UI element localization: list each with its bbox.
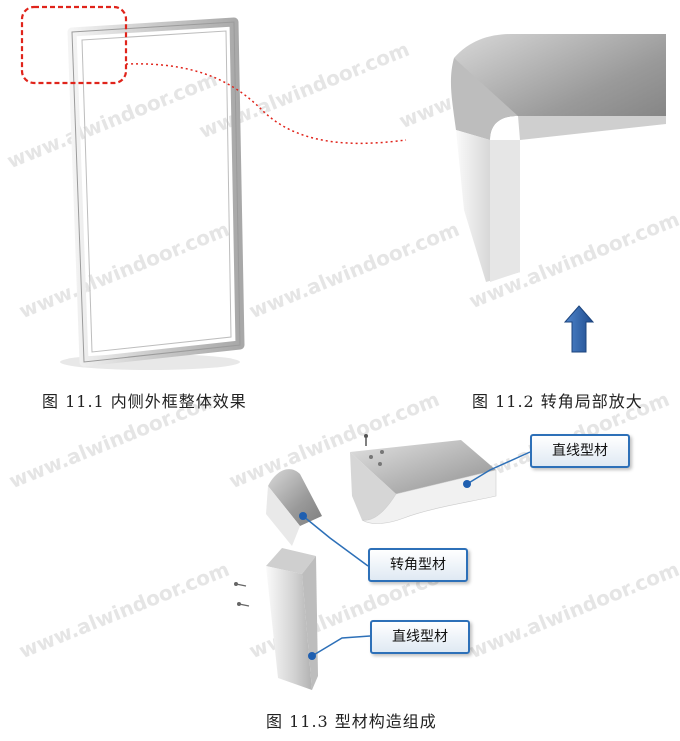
callout-straight-profile-top: 直线型材 xyxy=(530,434,630,468)
straight-profile-bottom xyxy=(234,548,318,690)
callout-leaders xyxy=(302,451,531,657)
callout-dot xyxy=(299,512,307,520)
callout-corner-profile: 转角型材 xyxy=(368,548,468,582)
caption-fig-11-1: 图 11.1 内侧外框整体效果 xyxy=(42,392,247,411)
corner-zoom-illustration xyxy=(450,34,666,282)
caption-fig-11-3: 图 11.3 型材构造组成 xyxy=(266,712,437,731)
caption-fig-11-2: 图 11.2 转角局部放大 xyxy=(472,392,643,411)
corner-profile xyxy=(266,469,322,546)
up-arrow-icon xyxy=(563,305,595,353)
callout-straight-profile-bottom: 直线型材 xyxy=(370,620,470,654)
straight-profile-top xyxy=(350,434,497,524)
zoom-connector-line xyxy=(125,63,407,145)
full-frame-illustration xyxy=(60,17,245,370)
corner-highlight-box xyxy=(20,5,128,85)
callout-dot xyxy=(463,480,471,488)
callout-dot xyxy=(308,652,316,660)
